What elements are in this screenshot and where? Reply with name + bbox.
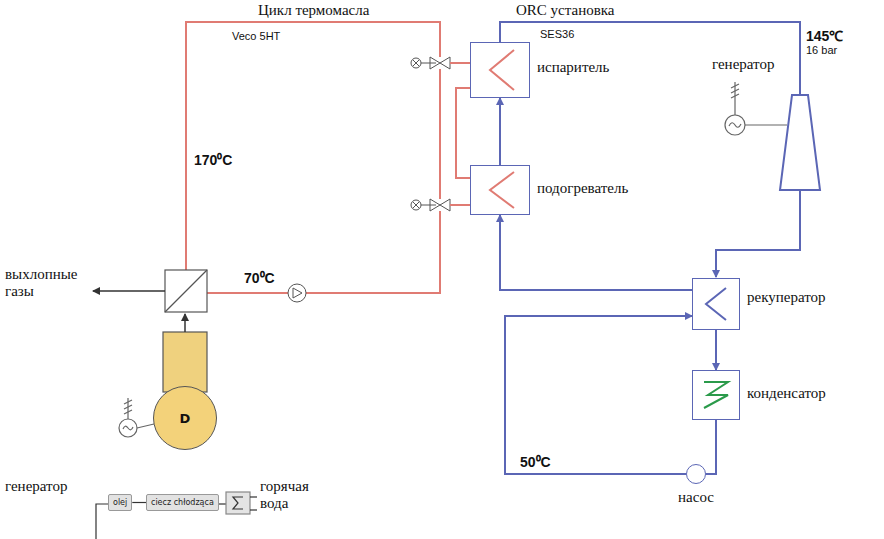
node-label: конденсатор	[747, 385, 826, 402]
engine	[93, 270, 257, 539]
pipe-connector	[500, 215, 692, 290]
orc-loop	[500, 22, 820, 320]
heat-exchanger: подогреватель	[470, 165, 530, 215]
node-label: olej	[113, 498, 127, 507]
generator-label: генератор	[712, 56, 774, 73]
heat-exchanger: конденсатор	[692, 370, 740, 420]
pressure-label: 16 bar	[806, 44, 837, 56]
cooler-box: ciecz chłodząca	[146, 494, 219, 511]
pipe-connector	[132, 502, 146, 503]
generator-label: генератор	[5, 478, 67, 495]
node-label: ciecz chłodząca	[151, 498, 214, 507]
temperature-label: 50⁰C	[520, 452, 551, 471]
condenser-coil	[704, 382, 728, 408]
temperature-label: 145℃	[806, 26, 843, 45]
generator-symbol	[725, 82, 787, 135]
node-label: D	[180, 411, 191, 426]
cooler-box: olej	[108, 494, 132, 511]
node-label: рекуператор	[747, 289, 826, 306]
heat-exchanger: испаритель	[470, 42, 530, 98]
section-title: Цикл термомасла	[258, 2, 369, 19]
water-label: горячая вода	[260, 478, 340, 512]
node-label: насос	[678, 489, 714, 506]
pipe-connector	[499, 98, 501, 165]
node-label: испаритель	[537, 59, 609, 76]
node-label: подогреватель	[537, 180, 628, 197]
model-label: SES36	[540, 28, 574, 40]
model-label: Veco 5HT	[232, 30, 280, 42]
heat-exchanger: рекуператор	[692, 278, 740, 330]
exhaust-label: выхлопные газы	[5, 266, 95, 300]
engine-circle: D	[153, 386, 217, 450]
temperature-label: 70⁰C	[244, 268, 275, 287]
pipe-connector	[505, 316, 692, 474]
section-title: ORC установка	[516, 2, 614, 19]
pump-symbol: насос	[686, 464, 706, 484]
pipe-connector	[706, 420, 716, 474]
pipe-connector	[715, 330, 717, 370]
temperature-label: 170⁰C	[194, 150, 232, 169]
oil-loop	[186, 22, 514, 302]
